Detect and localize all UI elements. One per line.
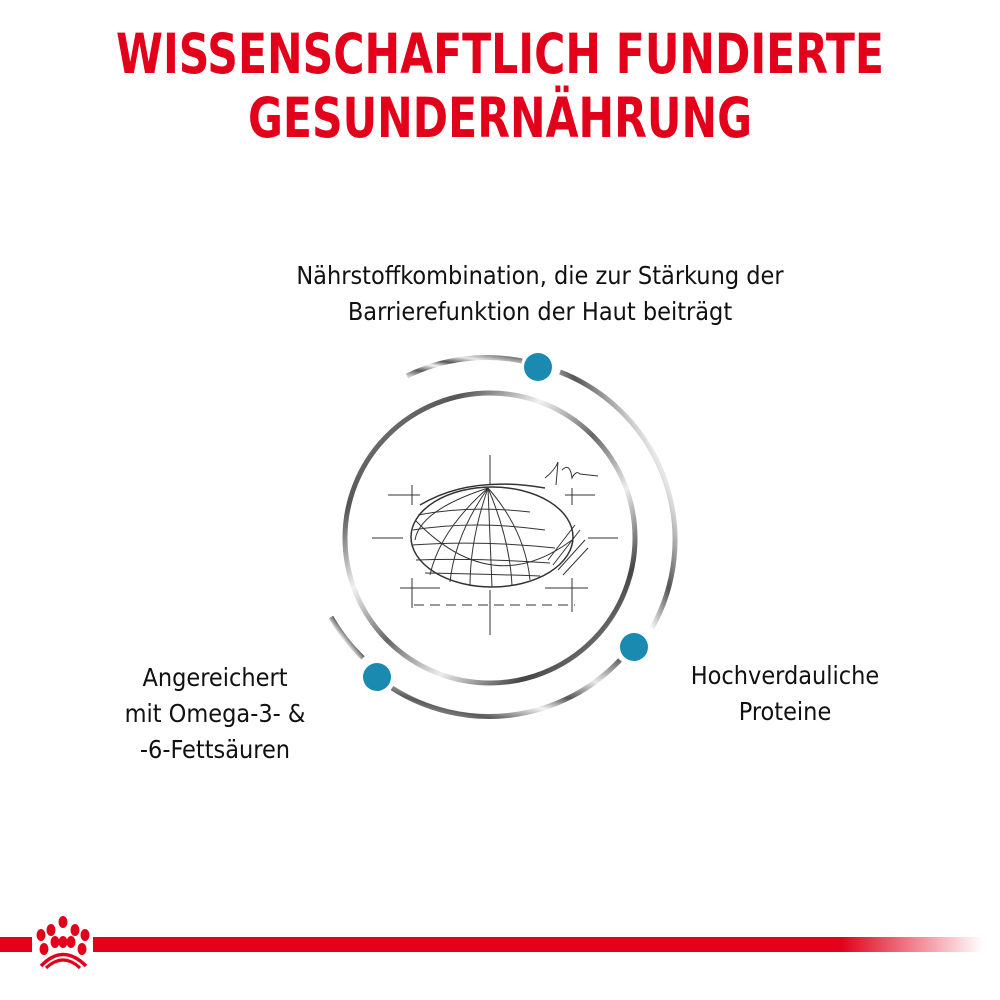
benefit-text: mit Omega-3- & [124, 699, 306, 728]
dot-top-icon [524, 353, 552, 381]
benefit-text: Nährstoffkombination, die zur Stärkung d… [296, 261, 784, 290]
benefit-digestible-proteins: Hochverdauliche Proteine [640, 658, 930, 730]
benefit-text: Proteine [738, 697, 832, 726]
title-line-2: GESUNDERNÄHRUNG [247, 86, 753, 150]
benefit-text: Angereichert [142, 663, 288, 692]
benefit-omega-fatty-acids: Angereichert mit Omega-3- & -6-Fettsäure… [85, 660, 345, 768]
page-title: WISSENSCHAFTLICH FUNDIERTE GESUNDERNÄHRU… [70, 22, 930, 150]
benefit-text: Barrierefunktion der Haut beiträgt [347, 297, 733, 326]
footer-bar-right [93, 937, 983, 952]
kibble-sketch-icon [372, 455, 618, 635]
dot-right-icon [620, 633, 648, 661]
benefit-text: Hochverdauliche [690, 661, 880, 690]
dot-left-icon [363, 663, 391, 691]
footer-bar-left [0, 937, 32, 952]
outer-ring [328, 355, 678, 719]
inner-ring [342, 390, 638, 686]
title-line-1: WISSENSCHAFTLICH FUNDIERTE [116, 22, 884, 86]
benefit-skin-barrier: Nährstoffkombination, die zur Stärkung d… [200, 258, 880, 330]
benefit-text: -6-Fettsäuren [139, 735, 291, 764]
royal-crown-icon [36, 916, 90, 970]
